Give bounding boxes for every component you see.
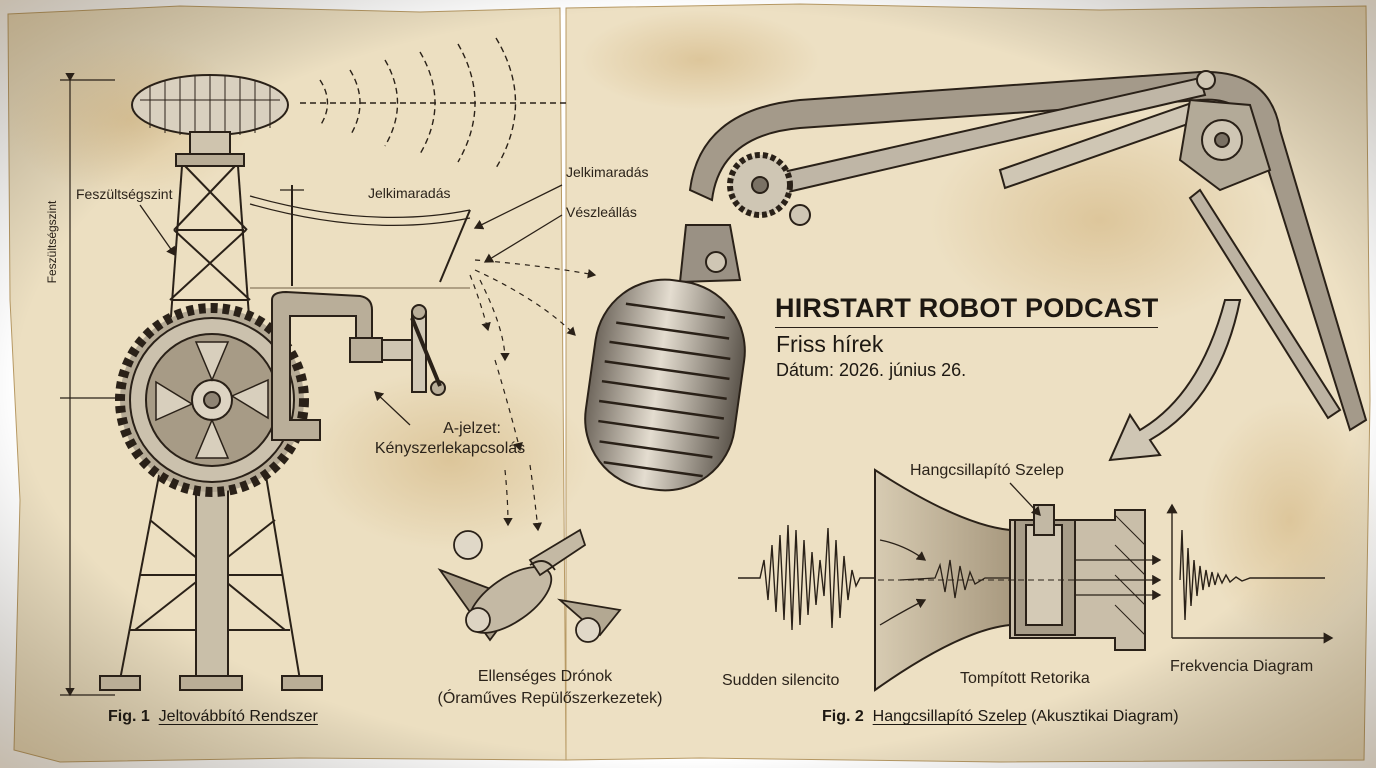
mic-boom-arm xyxy=(688,70,1368,432)
voltage-dimension-line xyxy=(60,72,140,697)
fig2-caption-rest: (Akusztikai Diagram) xyxy=(1031,708,1179,725)
fig1-caption: Fig. 1 Jeltovábbító Rendszer xyxy=(108,708,318,726)
frequency-diagram xyxy=(1166,503,1334,644)
podcast-date: Dátum: 2026. június 26. xyxy=(776,360,967,380)
vintage-microphone xyxy=(584,224,746,492)
fig1-caption-text: Jeltovábbító Rendszer xyxy=(158,708,318,725)
podcast-title: HIRSTART ROBOT PODCAST xyxy=(775,293,1159,328)
a-signal-label-line1: A-jelzet: xyxy=(443,420,501,437)
drones-label-line2: (Óraműves Repülőszerkezetek) xyxy=(437,690,663,707)
signal-loss-label-2: Jelkimaradás xyxy=(566,164,649,180)
drones-label-line1: Ellenséges Drónok xyxy=(477,668,613,685)
curved-arrow xyxy=(1108,299,1242,462)
voltage-level-label: Feszültségszint xyxy=(76,186,173,202)
emergency-stop-label: Vészleállás xyxy=(566,204,637,220)
sudden-label: Sudden silencito xyxy=(722,672,840,689)
fig1-number: Fig. 1 xyxy=(108,708,150,725)
fig2-caption: Fig. 2 Hangcsillapító Szelep (Akusztikai… xyxy=(822,708,1179,726)
fig2-caption-text: Hangcsillapító Szelep xyxy=(872,708,1027,725)
c-clamp xyxy=(271,290,446,441)
valve-label: Hangcsillapító Szelep xyxy=(910,462,1064,479)
input-waveform xyxy=(738,524,875,631)
power-line-scene xyxy=(249,185,471,289)
transmission-tower xyxy=(99,74,323,691)
fig2-number: Fig. 2 xyxy=(822,708,864,725)
large-gear xyxy=(115,303,309,497)
broken-drone xyxy=(437,528,622,643)
voltage-level-vertical-label: Feszültségszint xyxy=(45,200,59,284)
podcast-subtitle: Friss hírek xyxy=(776,331,884,357)
signal-loss-label-1: Jelkimaradás xyxy=(368,185,451,201)
freq-label: Frekvencia Diagram xyxy=(1170,658,1314,675)
muted-label: Tompított Retorika xyxy=(960,670,1090,687)
signal-waves xyxy=(300,37,570,169)
a-signal-label-line2: Kényszerlekapcsolás xyxy=(374,440,526,457)
